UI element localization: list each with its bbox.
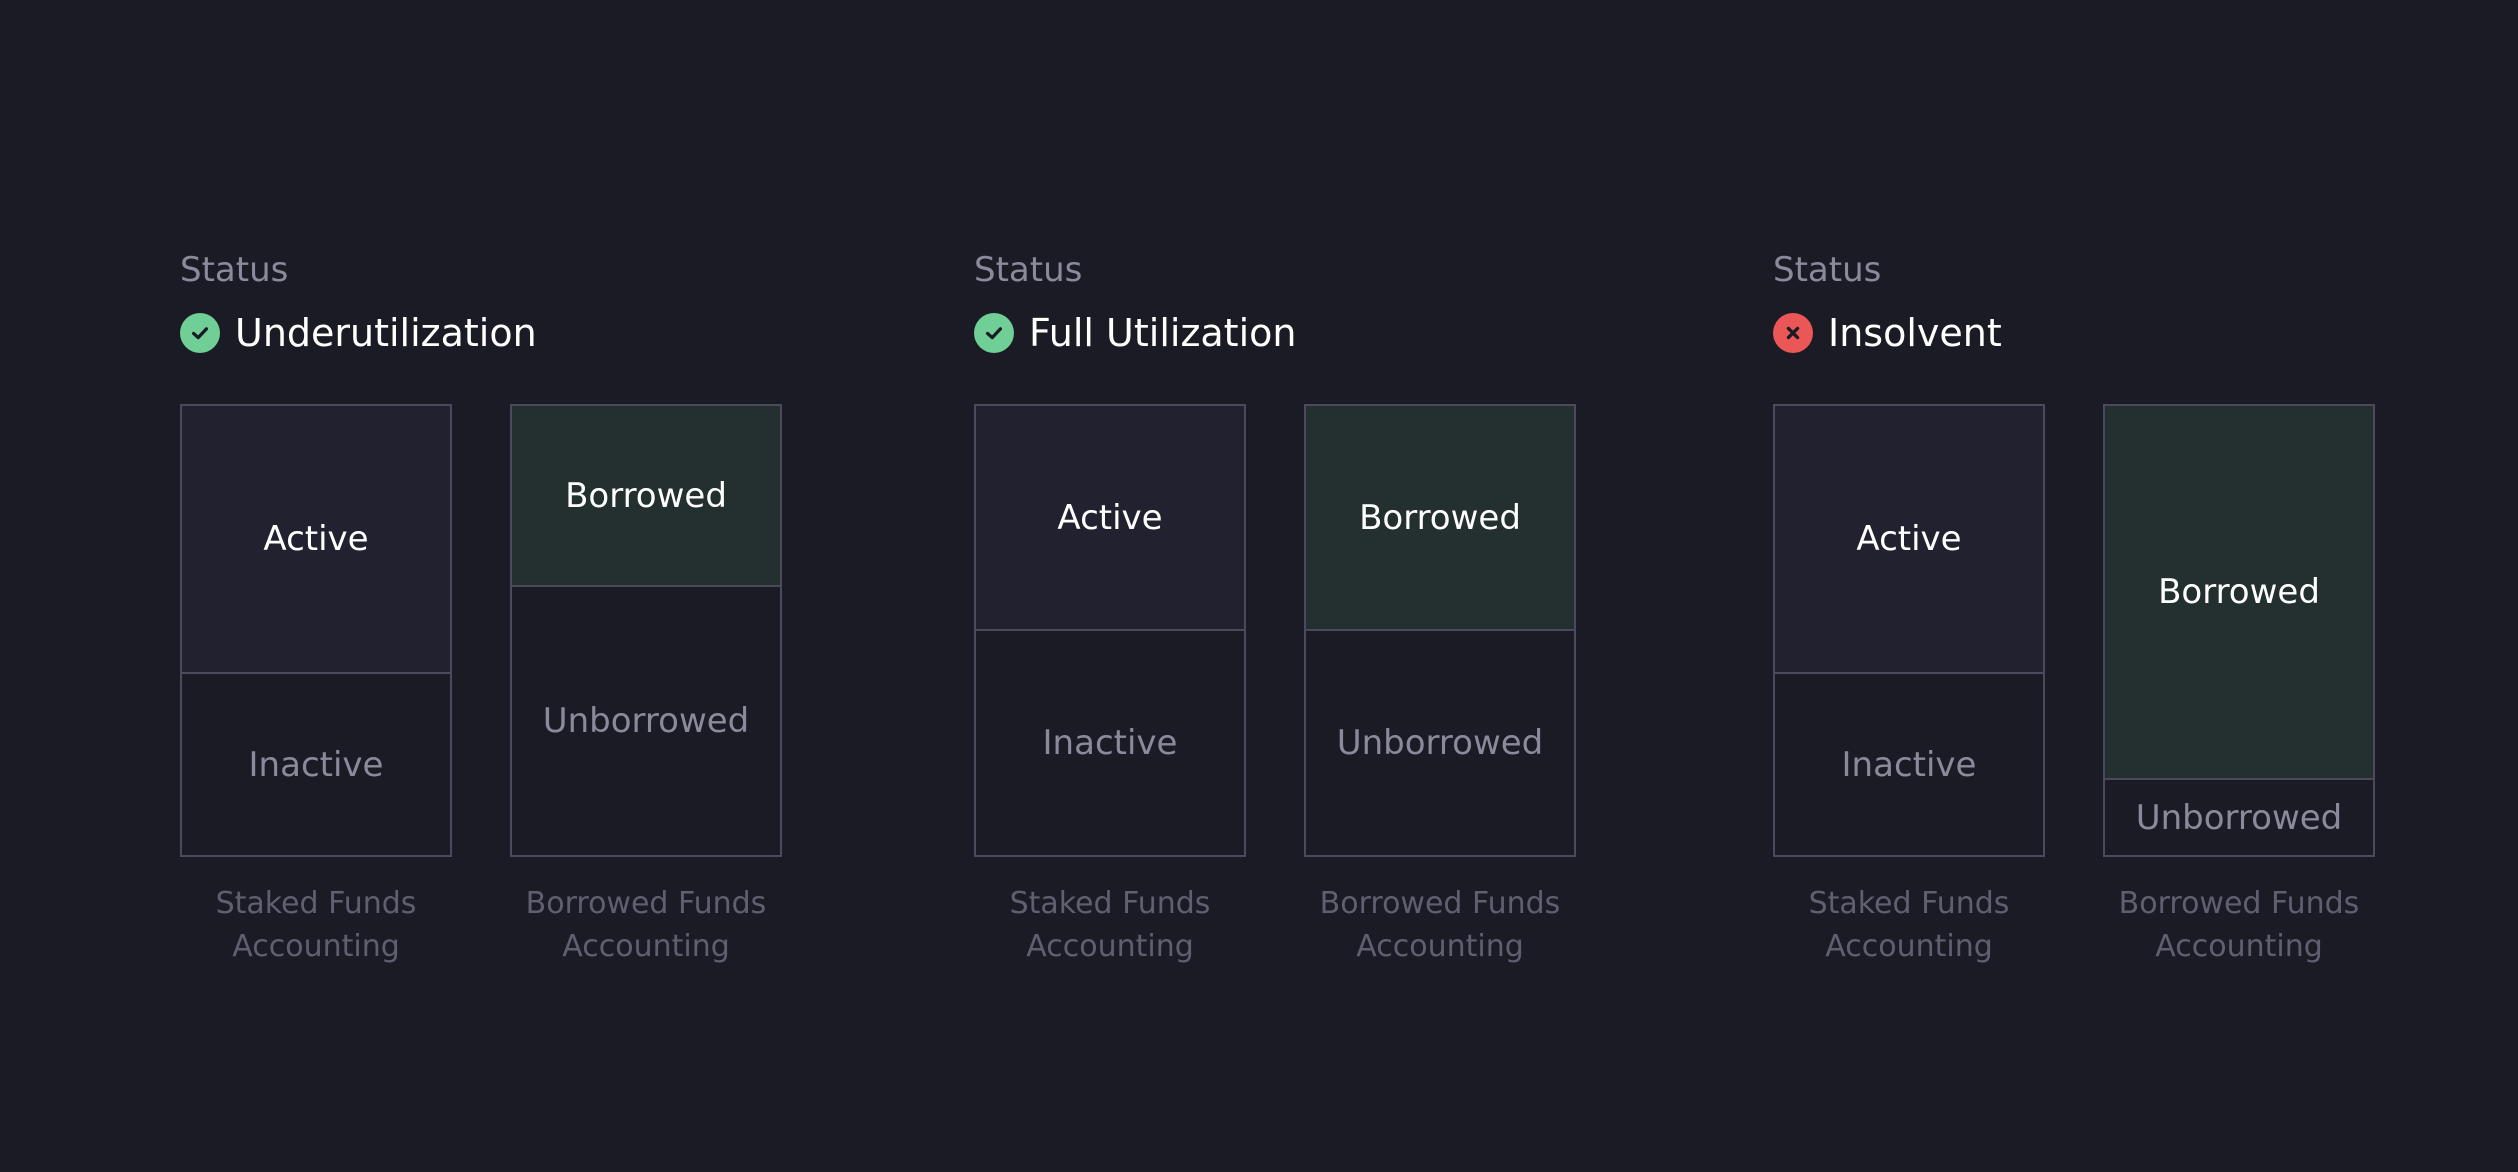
caption-line: Staked Funds — [1808, 886, 2010, 921]
active-segment: Active — [974, 404, 1246, 631]
borrowed-funds-caption: Borrowed Funds Accounting — [2074, 882, 2404, 968]
unborrowed-segment: Unborrowed — [1304, 631, 1576, 857]
status-label: Status — [974, 250, 1083, 290]
unborrowed-segment: Unborrowed — [510, 587, 782, 857]
borrowed-funds-column: Borrowed Unborrowed — [1304, 404, 1576, 857]
x-circle-icon — [1773, 313, 1813, 353]
status-label: Status — [180, 250, 289, 290]
inactive-segment: Inactive — [974, 631, 1246, 857]
staked-funds-column: Active Inactive — [180, 404, 452, 857]
caption-line: Staked Funds — [1009, 886, 1211, 921]
unborrowed-segment: Unborrowed — [2103, 780, 2375, 857]
inactive-segment: Inactive — [1773, 674, 2045, 857]
status-label: Status — [1773, 250, 1882, 290]
borrowed-funds-column: Borrowed Unborrowed — [510, 404, 782, 857]
caption-line: Borrowed Funds — [2118, 886, 2360, 921]
caption-line: Borrowed Funds — [1319, 886, 1561, 921]
status-value: Full Utilization — [1029, 311, 1297, 355]
caption-line: Accounting — [1026, 929, 1194, 964]
caption-line: Accounting — [232, 929, 400, 964]
caption-line: Borrowed Funds — [525, 886, 767, 921]
staked-funds-caption: Staked Funds Accounting — [945, 882, 1275, 968]
status-value: Insolvent — [1828, 311, 2002, 355]
borrowed-funds-caption: Borrowed Funds Accounting — [481, 882, 811, 968]
status-row: Insolvent — [1773, 308, 2002, 358]
borrowed-funds-caption: Borrowed Funds Accounting — [1275, 882, 1605, 968]
inactive-segment: Inactive — [180, 674, 452, 857]
borrowed-funds-column: Borrowed Unborrowed — [2103, 404, 2375, 857]
caption-line: Accounting — [562, 929, 730, 964]
caption-line: Accounting — [2155, 929, 2323, 964]
status-row: Full Utilization — [974, 308, 1296, 358]
check-circle-icon — [974, 313, 1014, 353]
staked-funds-column: Active Inactive — [974, 404, 1246, 857]
status-value: Underutilization — [235, 311, 537, 355]
active-segment: Active — [1773, 404, 2045, 674]
borrowed-segment: Borrowed — [1304, 404, 1576, 631]
check-circle-icon — [180, 313, 220, 353]
caption-line: Accounting — [1356, 929, 1524, 964]
active-segment: Active — [180, 404, 452, 674]
staked-funds-caption: Staked Funds Accounting — [1744, 882, 2074, 968]
status-row: Underutilization — [180, 308, 537, 358]
borrowed-segment: Borrowed — [510, 404, 782, 587]
caption-line: Accounting — [1825, 929, 1993, 964]
borrowed-segment: Borrowed — [2103, 404, 2375, 780]
caption-line: Staked Funds — [215, 886, 417, 921]
staked-funds-caption: Staked Funds Accounting — [151, 882, 481, 968]
staked-funds-column: Active Inactive — [1773, 404, 2045, 857]
